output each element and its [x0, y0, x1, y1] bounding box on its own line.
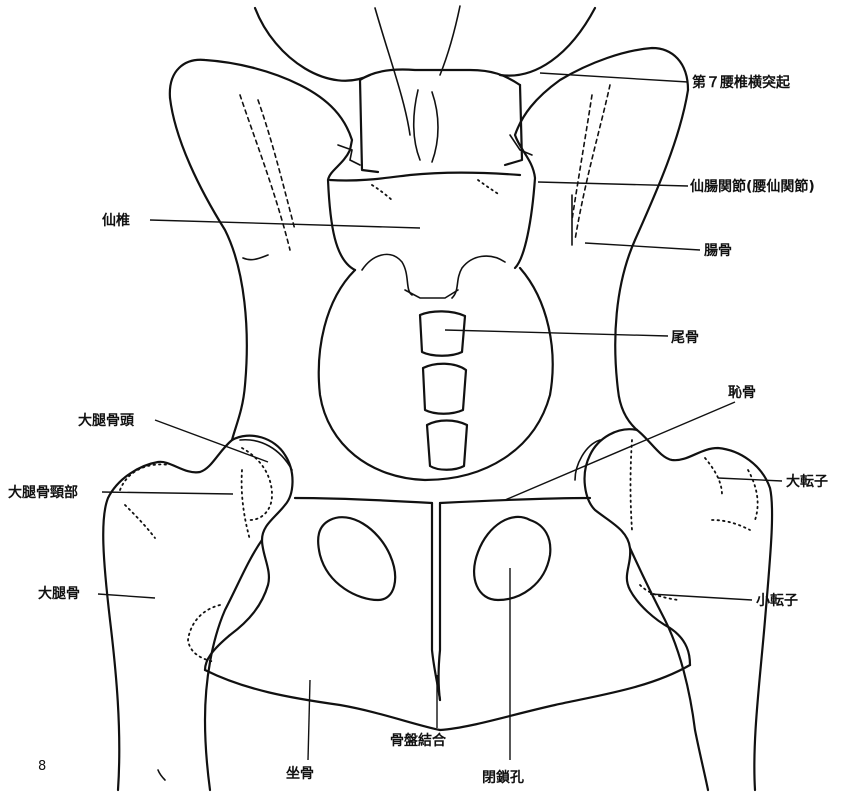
leader-femoral-head — [155, 420, 268, 462]
label-ischium: 坐骨 — [286, 765, 314, 782]
leader-femoral-neck — [102, 492, 233, 494]
leader-ilium — [585, 243, 700, 250]
label-pubis: 恥骨 — [728, 384, 756, 401]
left-ilium — [170, 60, 355, 440]
label-lesser-trochanter: 小転子 — [756, 592, 798, 609]
left-hip-bone — [205, 436, 440, 730]
label-femoral-neck: 大腿骨頸部 — [8, 484, 78, 501]
labels: 第７腰椎横突起 仙腸関節(腰仙関節) 腸骨 仙椎 尾骨 恥骨 大腿骨頭 大腿骨頸… — [8, 74, 828, 786]
label-greater-trochanter: 大転子 — [786, 473, 828, 490]
label-femoral-head: 大腿骨頭 — [78, 412, 135, 429]
label-pelvic-symphysis: 骨盤結合 — [390, 732, 447, 749]
obturator-foramina — [318, 517, 550, 600]
coccyx-vertebrae — [420, 311, 467, 469]
right-femur — [630, 430, 772, 790]
figure-number: 8 — [38, 759, 46, 774]
label-sacrum: 仙椎 — [102, 212, 130, 229]
label-lumbar-transverse: 第７腰椎横突起 — [692, 74, 791, 91]
label-coccyx: 尾骨 — [671, 329, 699, 346]
lumbar-vertebra-7 — [338, 69, 532, 172]
label-sacroiliac-joint: 仙腸関節(腰仙関節) — [690, 178, 815, 195]
label-femur: 大腿骨 — [38, 585, 80, 602]
leader-ischium — [308, 680, 310, 760]
pelvic-inlet — [319, 268, 553, 480]
label-obturator-foramen: 閉鎖孔 — [482, 769, 524, 786]
label-ilium: 腸骨 — [704, 242, 732, 259]
leader-sacrum — [150, 220, 420, 228]
leader-greater-trochanter — [718, 478, 782, 481]
leader-sacroiliac — [538, 182, 688, 186]
right-ilium — [515, 48, 688, 430]
leader-coccyx — [445, 330, 668, 336]
sacrum — [330, 173, 520, 298]
